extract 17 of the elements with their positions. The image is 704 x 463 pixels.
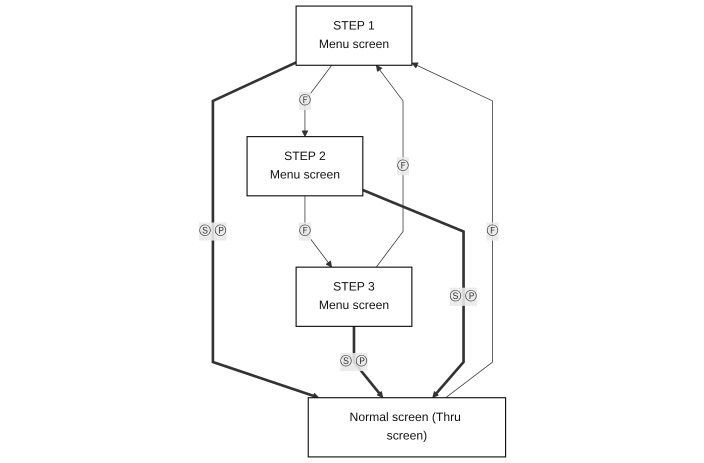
arrow — [211, 61, 319, 399]
arrow — [301, 64, 332, 137]
arrow — [376, 64, 404, 268]
node-box: STEP 1 Menu screen — [295, 6, 412, 66]
edge-label: Ⓕ — [486, 224, 498, 238]
edge-label: Ⓕ — [396, 159, 409, 172]
arrow — [304, 195, 332, 268]
arrow — [411, 62, 493, 398]
node-box: STEP 2 Menu screen — [246, 136, 364, 196]
edge-label: Ⓢ Ⓟ — [449, 290, 478, 303]
edge-label: Ⓢ Ⓟ — [198, 224, 226, 238]
arrow — [362, 188, 465, 398]
edge-label: Ⓢ Ⓟ — [340, 355, 368, 368]
edge-label: Ⓕ — [298, 94, 311, 108]
node-box: STEP 3 Menu screen — [295, 266, 412, 327]
edge-label: Ⓕ — [298, 224, 311, 238]
node-box: Normal screen (Thru screen) — [307, 397, 506, 458]
